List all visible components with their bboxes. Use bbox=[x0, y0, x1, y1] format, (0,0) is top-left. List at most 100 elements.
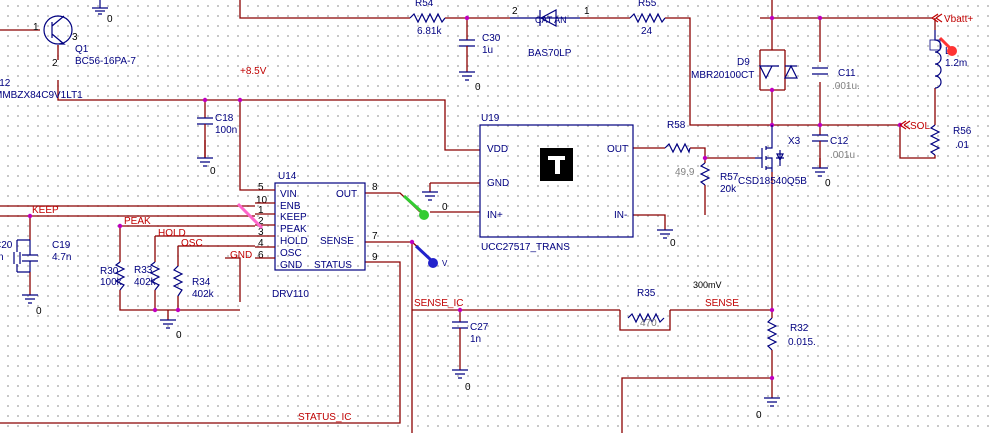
l1-dot-marker bbox=[929, 39, 941, 51]
resistor-r56[interactable]: R56 .01 bbox=[929, 124, 972, 156]
resistor-r57[interactable]: R57 20k bbox=[699, 162, 739, 195]
svg-text:0: 0 bbox=[36, 306, 42, 317]
net-port-sol[interactable]: SOL bbox=[899, 120, 930, 132]
ic-u19[interactable]: U19 VDD GND IN+ OUT IN- UCC27517_TRANS bbox=[479, 113, 634, 253]
c18-value: 100n bbox=[215, 125, 237, 136]
resistor-r32[interactable]: R32 0.015. bbox=[766, 317, 816, 351]
resistor-r34[interactable]: R34 402k bbox=[172, 265, 215, 300]
u14-pin-stubs bbox=[255, 189, 275, 259]
c12-ref: C12 bbox=[830, 136, 849, 147]
u14-pin-number-2: 2 bbox=[258, 216, 264, 227]
net-label-8v5: +8.5V bbox=[240, 66, 267, 77]
d12-ref: D12 bbox=[0, 78, 11, 89]
u14-pin-number-10: 10 bbox=[256, 195, 268, 206]
x3-ref: X3 bbox=[788, 136, 801, 147]
resistor-r54[interactable]: R54 6.81k bbox=[409, 0, 446, 37]
net-label-vbatt: Vbatt+ bbox=[944, 14, 973, 25]
net-label-osc: OSC bbox=[181, 238, 203, 249]
u19-pin-gnd: GND bbox=[487, 178, 509, 189]
resistor-r30[interactable]: R30 100k bbox=[100, 261, 126, 291]
u19-value: UCC27517_TRANS bbox=[481, 242, 570, 253]
u14-pin-label-vin: VIN bbox=[280, 189, 297, 200]
u14-pin-label-status: STATUS bbox=[314, 260, 352, 271]
resistor-r58[interactable]: R58 49.9 bbox=[664, 120, 695, 178]
capacitor-c12[interactable]: C12 .001u bbox=[812, 134, 855, 168]
resistor-r35[interactable]: R35 470 bbox=[627, 288, 665, 329]
net-label-gnd: GND bbox=[230, 250, 252, 261]
ground-symbol-c30: 0 bbox=[459, 71, 481, 93]
net-label-sense: SENSE bbox=[705, 298, 739, 309]
ground-symbol-r32: 0 bbox=[756, 397, 780, 421]
r54-value: 6.81k bbox=[417, 26, 442, 37]
c20-ref: C20 bbox=[0, 240, 13, 251]
ground-symbol-r-bank: 0 bbox=[160, 310, 182, 341]
voltage-probe-green[interactable] bbox=[402, 194, 429, 220]
junctions bbox=[27, 15, 903, 381]
r30-ref: R30 bbox=[100, 266, 119, 277]
capacitor-c27[interactable]: C27 1n bbox=[452, 321, 489, 345]
ti-logo-mark bbox=[548, 156, 565, 174]
net-label-hold: HOLD bbox=[158, 228, 186, 239]
u14-pin-number-6: 6 bbox=[258, 250, 264, 261]
voltage-probe-blue[interactable]: V bbox=[414, 244, 448, 268]
bas70lp-pin-text: CAT AN bbox=[535, 15, 567, 25]
capacitor-c20[interactable]: C20 n bbox=[0, 240, 21, 264]
r55-ref: R55 bbox=[638, 0, 657, 9]
svg-text:0: 0 bbox=[176, 330, 182, 341]
c27-value: 1n bbox=[470, 334, 481, 345]
c11-value: .001u. bbox=[832, 81, 860, 92]
u19-pin-in-plus: IN+ bbox=[487, 210, 503, 221]
c20-value: n bbox=[0, 252, 4, 263]
u19-pin-in-minus: IN- bbox=[614, 210, 627, 221]
bas70lp-pin1: 1 bbox=[584, 6, 590, 17]
ground-symbol-c12: 0 bbox=[812, 167, 831, 189]
r33-ref: R33 bbox=[134, 265, 153, 276]
q1-pin-number-e: 3 bbox=[72, 32, 78, 43]
capacitor-c11[interactable]: C11 .001u. bbox=[812, 67, 860, 92]
r56-value: .01 bbox=[955, 140, 969, 151]
r32-ref: R32 bbox=[790, 323, 809, 334]
ic-u14[interactable]: U14 VIN ENB KEEP PEAK HOLD OSC GND 5 10 … bbox=[256, 171, 378, 300]
voltage-probe-red[interactable] bbox=[938, 36, 957, 56]
d9-ref: D9 bbox=[737, 57, 750, 68]
capacitor-c19[interactable]: C19 4.7n bbox=[16, 239, 71, 273]
diode-bas70lp[interactable]: 2 1 CAT AN BAS70LP bbox=[510, 6, 590, 59]
svg-text:0: 0 bbox=[465, 382, 471, 393]
ground-symbol-c19: 0 bbox=[22, 294, 42, 317]
u14-pin-number-1: 1 bbox=[258, 205, 264, 216]
r54-ref: R54 bbox=[415, 0, 434, 9]
r58-ref: R58 bbox=[667, 120, 686, 131]
c11-ref: C11 bbox=[838, 68, 856, 79]
c12-value: .001u bbox=[830, 150, 855, 161]
svg-text:0: 0 bbox=[442, 202, 448, 213]
capacitor-c30[interactable]: C30 1u bbox=[459, 33, 501, 72]
svg-text:0: 0 bbox=[210, 166, 216, 177]
q1-pin-number-c: 1 bbox=[33, 22, 39, 33]
l1-value: 1.2m bbox=[945, 58, 967, 69]
u14-pin-number-5: 5 bbox=[258, 182, 264, 193]
u14-pin-number-8: 8 bbox=[372, 182, 378, 193]
r33-value: 402k bbox=[134, 277, 157, 288]
resistor-r55[interactable]: R55 24 bbox=[629, 0, 666, 37]
capacitor-c18[interactable]: C18 100n bbox=[197, 113, 237, 158]
ground-symbol-c27: 0 bbox=[452, 369, 471, 393]
zener-d12[interactable]: D12 MMBZX84C9V1LT1 bbox=[0, 78, 83, 101]
diode-d9[interactable]: D9 MBR20100CT bbox=[691, 57, 798, 81]
net-label-status-ic: STATUS_IC bbox=[298, 412, 352, 423]
resistor-r33[interactable]: R33 402k bbox=[134, 261, 161, 291]
transistor-q1[interactable]: 1 3 2 Q1 BC56-16PA-7 bbox=[33, 15, 136, 69]
r58-value: 49.9 bbox=[675, 167, 695, 178]
u14-pin-number-4: 4 bbox=[258, 238, 264, 249]
d12-value: MMBZX84C9V1LT1 bbox=[0, 90, 83, 101]
net-port-vbatt[interactable]: Vbatt+ bbox=[931, 13, 973, 25]
c18-ref: C18 bbox=[215, 113, 234, 124]
u14-pin-label-enb: ENB bbox=[280, 201, 301, 212]
ground-symbol-u19-inminus: 0 bbox=[657, 229, 676, 249]
ground-symbol-c18: 0 bbox=[197, 157, 216, 177]
mosfet-x3[interactable]: X3 CSD18540Q5B bbox=[738, 125, 807, 187]
u14-pin-label-osc: OSC bbox=[280, 248, 302, 259]
net-label-sense-ic: SENSE_IC bbox=[414, 298, 463, 309]
q1-ref: Q1 bbox=[75, 44, 89, 55]
voltage-probe-pink[interactable] bbox=[236, 202, 264, 230]
